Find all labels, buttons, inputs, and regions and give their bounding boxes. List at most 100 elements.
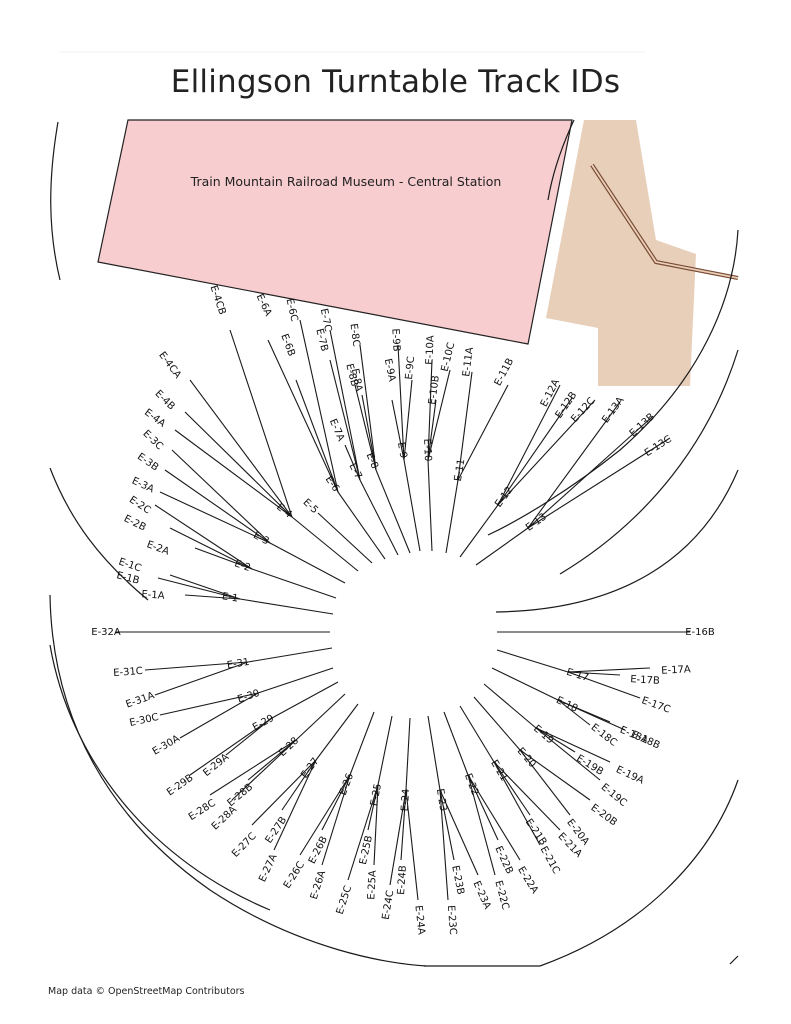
branch-label[interactable]: E-28C [187, 798, 218, 823]
track-label[interactable]: E-20 [515, 746, 538, 770]
track-label[interactable]: E-7 [346, 462, 363, 482]
branch-label[interactable]: E-23C [445, 905, 458, 935]
branch-label[interactable]: E-3B [135, 451, 160, 473]
branch-label[interactable]: E-26A [309, 869, 328, 901]
track-label[interactable]: E-30 [236, 688, 261, 706]
branch-label[interactable]: E-25A [366, 870, 378, 900]
branch-label[interactable]: E-4A [142, 407, 167, 430]
branch-label[interactable]: E-13C [643, 434, 674, 459]
branch-line [359, 344, 377, 471]
track-label[interactable]: E-3 [251, 530, 271, 547]
track-label[interactable]: E-26 [338, 772, 356, 797]
track-label[interactable]: E-27 [299, 756, 321, 781]
branch-label[interactable]: E-4CA [156, 350, 183, 381]
branch-label[interactable]: E-27C [230, 831, 259, 860]
track-label[interactable]: E-17 [565, 667, 590, 684]
branch-label[interactable]: E-21B [523, 817, 549, 848]
branch-label[interactable]: E-8C [348, 323, 362, 347]
track-line [295, 693, 346, 741]
track-label[interactable]: E-31 [226, 657, 250, 672]
track-label[interactable]: E-9 [395, 441, 409, 459]
track-label[interactable]: E-29 [251, 713, 276, 734]
branch-label[interactable]: E-24B [396, 865, 409, 895]
track-label[interactable]: E-16B [685, 627, 715, 638]
branch-label[interactable]: E-2B [122, 513, 148, 533]
branch-label[interactable]: E-9C [404, 356, 417, 380]
branch-label[interactable]: E-21C [538, 845, 562, 876]
branch-label[interactable]: E-27B [264, 815, 290, 846]
branch-label[interactable]: E-24A [412, 905, 426, 936]
branch-label[interactable]: E-2C [127, 494, 152, 516]
branch-label[interactable]: E-22B [492, 845, 514, 877]
branch-label[interactable]: E-23B [449, 865, 466, 896]
track-label[interactable]: E-12 [493, 485, 515, 510]
branch-label[interactable]: E-13B [628, 411, 657, 439]
branch-label[interactable]: E-11A [461, 347, 476, 378]
branch-label[interactable]: E-27A [257, 852, 280, 884]
track-label[interactable]: E-10 [421, 438, 433, 461]
track-label[interactable]: E-24 [400, 788, 412, 811]
track-label[interactable]: E-23 [434, 788, 448, 812]
branch-label[interactable]: E-7A [327, 417, 346, 443]
track-label[interactable]: E-5 [301, 497, 320, 516]
branch-label[interactable]: E-17A [661, 664, 691, 676]
branch-label[interactable]: E-7B [313, 328, 329, 353]
branch-label[interactable]: E-29B [165, 772, 196, 798]
track-label[interactable]: E-18 [554, 695, 579, 715]
track-label[interactable]: E-13 [524, 512, 549, 534]
branch-label[interactable]: E-26C [282, 860, 307, 891]
branch-label[interactable]: E-9A [382, 358, 397, 383]
branch-label[interactable]: E-17B [630, 674, 660, 687]
branch-label[interactable]: E-12A [539, 377, 562, 408]
branch-label[interactable]: E-7C [318, 308, 333, 333]
branch-label[interactable]: E-18C [589, 722, 619, 749]
branch-label[interactable]: E-31A [124, 690, 156, 710]
branch-label[interactable]: E-10C [440, 341, 458, 372]
branch-line [169, 527, 253, 570]
branch-label[interactable]: E-19A [614, 764, 646, 786]
branch-label[interactable]: E-25C [335, 884, 354, 916]
branch-label[interactable]: E-17C [640, 695, 672, 715]
branch-label[interactable]: E-3C [140, 428, 164, 452]
branch-label[interactable]: E-11B [493, 356, 517, 387]
branch-label[interactable]: E-13A [600, 395, 626, 425]
branch-label[interactable]: E-4CB [208, 284, 228, 316]
branch-label[interactable]: E-6C [284, 298, 300, 323]
branch-label[interactable]: E-19C [599, 782, 629, 809]
branch-label[interactable]: E-20B [589, 802, 620, 828]
museum-building[interactable] [97, 119, 573, 345]
branch-label[interactable]: E-30C [128, 712, 159, 729]
branch-label[interactable]: E-22A [515, 865, 540, 896]
branch-label[interactable]: E-10A [424, 335, 436, 365]
branch-label[interactable]: E-10B [427, 375, 442, 406]
branch-label[interactable]: E-31C [113, 666, 143, 679]
branch-label[interactable]: E-8A [349, 368, 364, 393]
track-label[interactable]: E-2 [233, 558, 252, 574]
branch-line [164, 469, 271, 544]
branch-label[interactable]: E-29A [201, 752, 231, 779]
branch-label[interactable]: E-4B [153, 388, 177, 412]
branch-label[interactable]: E-9B [389, 328, 401, 352]
branch-label[interactable]: E-23A [471, 879, 493, 911]
track-label[interactable]: E-4 [274, 502, 294, 521]
track-line [337, 491, 386, 560]
branch-label[interactable]: E-19B [574, 753, 605, 778]
branch-label[interactable]: E-28B [225, 782, 255, 809]
branch-label[interactable]: E-1A [141, 589, 165, 602]
track-label[interactable]: E-32A [91, 627, 121, 638]
branch-label[interactable]: E-3A [130, 476, 156, 496]
track-label[interactable]: E-11 [453, 458, 468, 482]
branch-label[interactable]: E-6A [254, 292, 274, 318]
branch-label[interactable]: E-30A [151, 733, 182, 757]
branch-label[interactable]: E-22C [492, 879, 510, 910]
branch-label[interactable]: E-6B [278, 332, 296, 358]
track-label[interactable]: E-25 [369, 783, 384, 807]
track-label[interactable]: E-19 [531, 723, 555, 746]
track-label[interactable]: E-8 [364, 451, 380, 470]
branch-label[interactable]: E-18B [630, 729, 662, 751]
branch-label[interactable]: E-24C [381, 890, 397, 921]
branch-label[interactable]: E-8B [343, 363, 359, 388]
track-label[interactable]: E-22 [462, 772, 480, 797]
track-label[interactable]: E-1 [221, 591, 239, 604]
branch-label[interactable]: E-2A [145, 539, 171, 557]
